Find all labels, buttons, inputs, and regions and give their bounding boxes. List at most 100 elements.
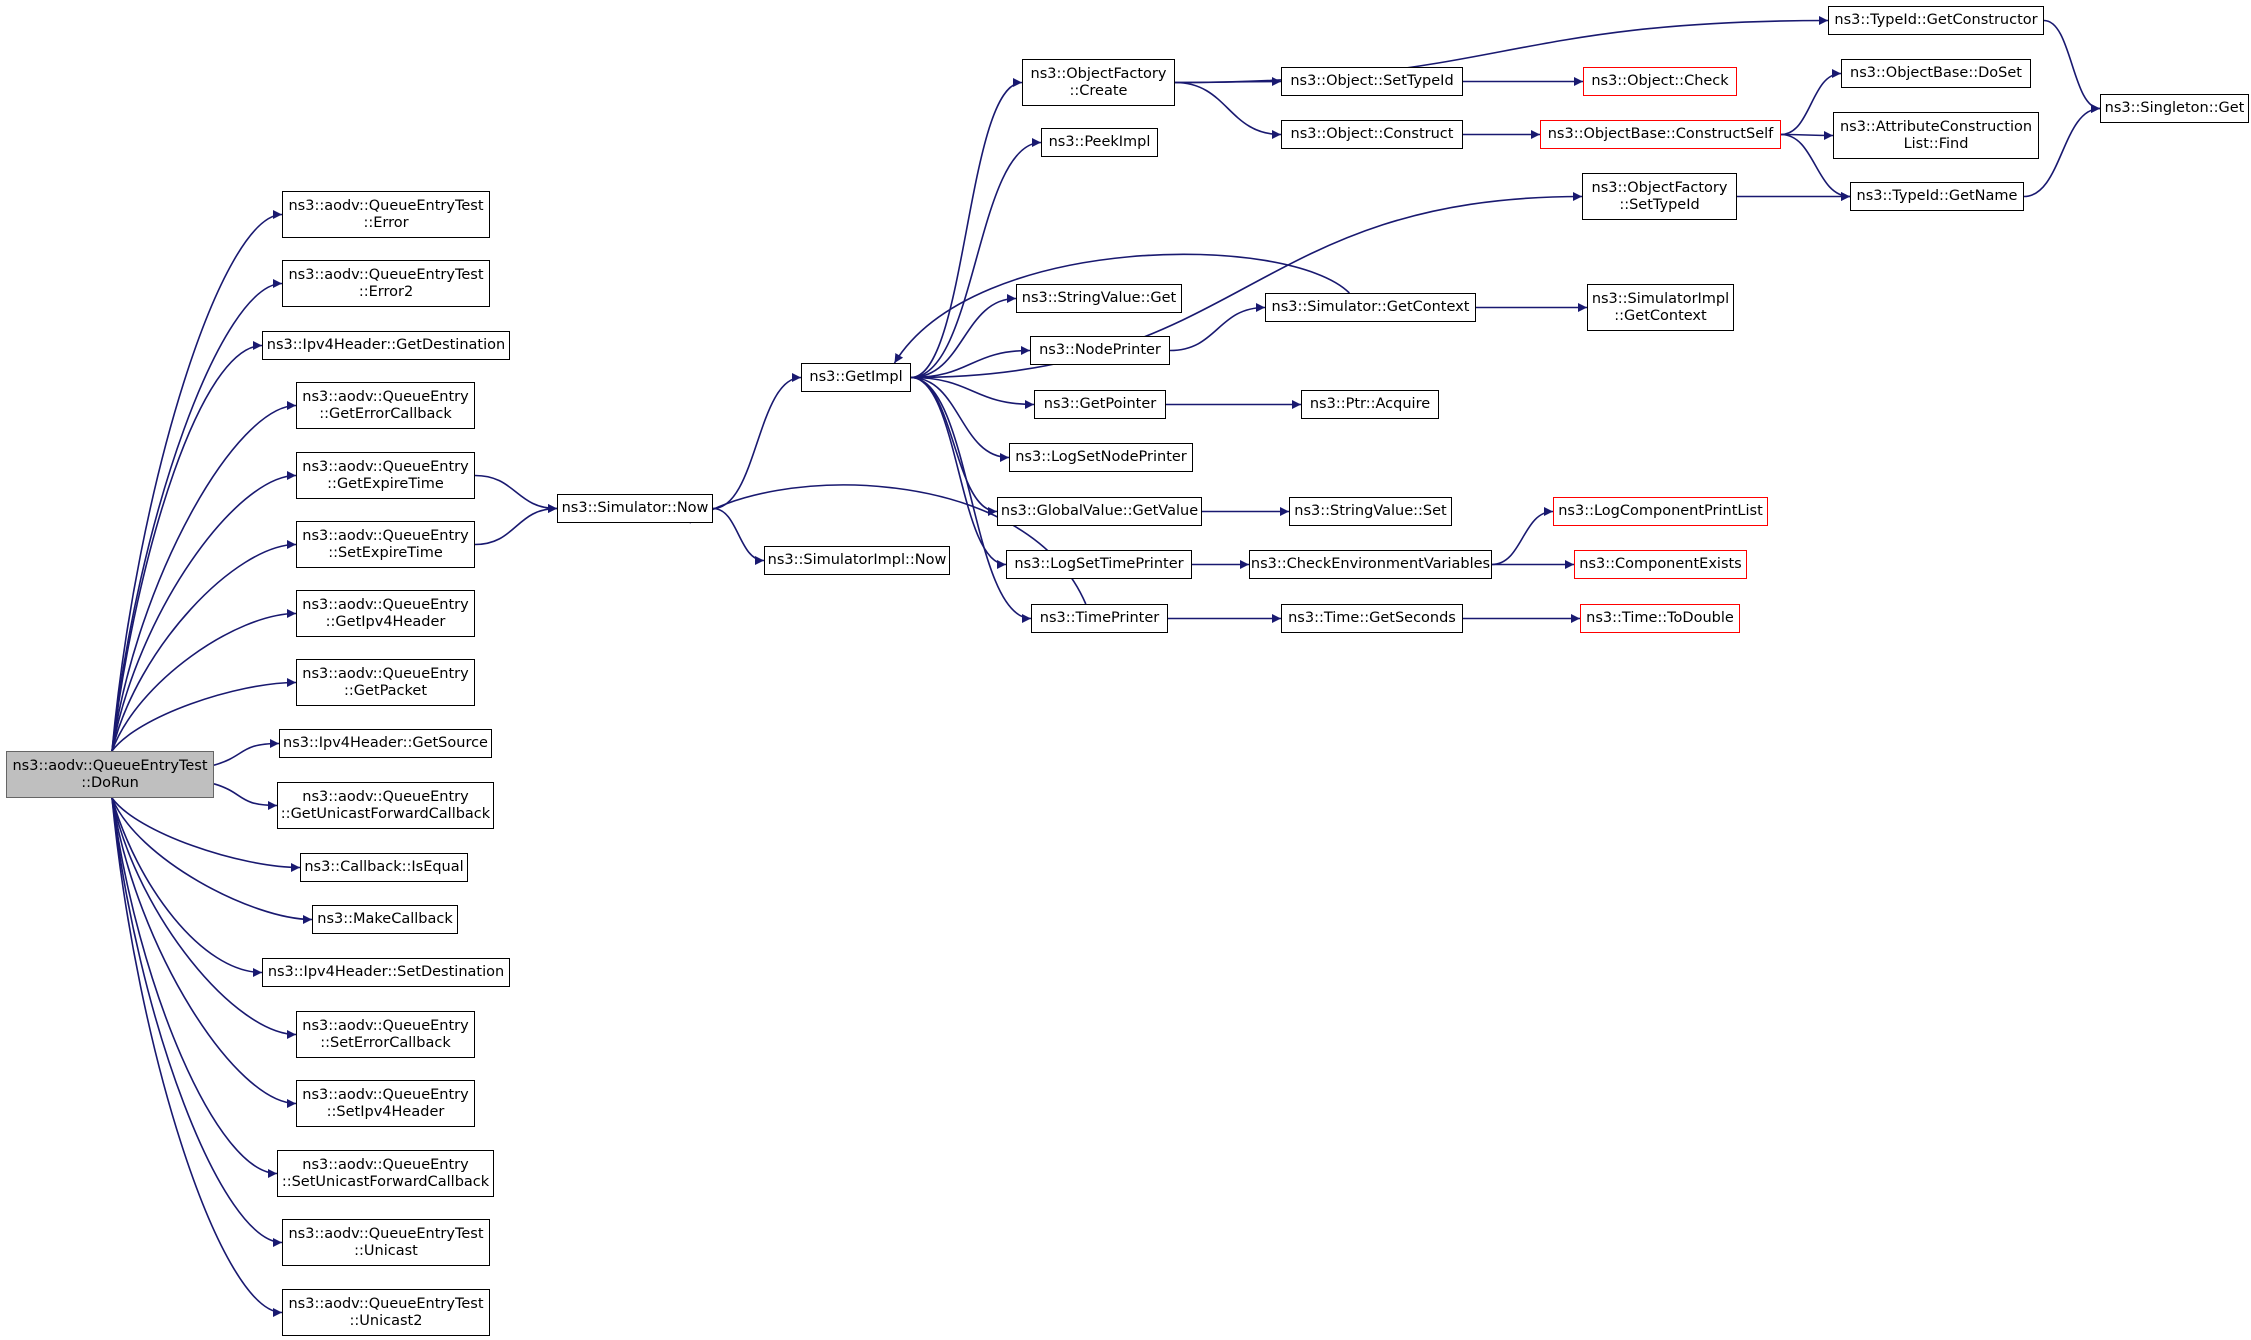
node-label-line: ns3::GetImpl (809, 369, 903, 385)
node-simGetContext[interactable]: ns3::Simulator::GetContext (1265, 293, 1476, 322)
node-label-line: ns3::aodv::QueueEntry (302, 1086, 469, 1103)
node-label-line: ::Create (1069, 82, 1128, 99)
node-label-line: ns3::aodv::QueueEntry (302, 1017, 469, 1034)
node-qetUnicast2[interactable]: ns3::aodv::QueueEntryTest::Unicast2 (282, 1289, 490, 1336)
node-ptrAcquire[interactable]: ns3::Ptr::Acquire (1301, 390, 1439, 419)
node-timeToDouble[interactable]: ns3::Time::ToDouble (1580, 604, 1740, 633)
node-timePrinter[interactable]: ns3::TimePrinter (1031, 604, 1168, 633)
node-ofSetTypeId[interactable]: ns3::ObjectFactory::SetTypeId (1582, 173, 1737, 220)
node-qeSetExpire[interactable]: ns3::aodv::QueueEntry::SetExpireTime (296, 521, 475, 568)
edge-checkEnv-to-logCompPrintList (1491, 507, 1554, 566)
node-getImpl[interactable]: ns3::GetImpl (801, 363, 911, 392)
node-gvGetValue[interactable]: ns3::GlobalValue::GetValue (997, 497, 1202, 526)
edge-doRun-to-qeGetPacket (111, 678, 297, 752)
node-label-line: ns3::aodv::QueueEntryTest (288, 197, 484, 214)
node-label-line: ns3::ObjectFactory (1591, 179, 1728, 196)
node-qeGetIpv4[interactable]: ns3::aodv::QueueEntry::GetIpv4Header (296, 590, 475, 637)
node-nodePrinter[interactable]: ns3::NodePrinter (1030, 336, 1170, 365)
node-singletonGet[interactable]: ns3::Singleton::Get (2100, 94, 2249, 123)
node-objSetTypeId[interactable]: ns3::Object::SetTypeId (1281, 67, 1463, 96)
edge-simNow-to-simImplNow (712, 507, 765, 565)
node-compExists[interactable]: ns3::ComponentExists (1574, 550, 1747, 579)
node-ofCreate[interactable]: ns3::ObjectFactory::Create (1022, 59, 1175, 106)
node-label-line: ns3::Ipv4Header::GetSource (283, 735, 488, 751)
node-qeSetUcb[interactable]: ns3::aodv::QueueEntry::SetUnicastForward… (277, 1150, 494, 1197)
node-cbIsEqual[interactable]: ns3::Callback::IsEqual (300, 853, 468, 882)
edge-doRun-to-ipv4GetSrc (213, 739, 280, 766)
edge-doRun-to-ipv4SetDest (111, 797, 263, 977)
node-logSetNodePrinter[interactable]: ns3::LogSetNodePrinter (1009, 443, 1193, 472)
node-ipv4GetSrc[interactable]: ns3::Ipv4Header::GetSource (279, 729, 492, 758)
edge-ofCreate-to-objConstruct (1174, 81, 1282, 139)
node-label-line: ns3::ObjectBase::DoSet (1850, 65, 2022, 81)
node-label-line: ns3::aodv::QueueEntryTest (12, 757, 208, 774)
node-strValSet[interactable]: ns3::StringValue::Set (1289, 497, 1452, 526)
edge-doRun-to-qeGetUcb (213, 783, 278, 810)
node-typeIdGetCtor[interactable]: ns3::TypeId::GetConstructor (1828, 6, 2044, 35)
node-ipv4GetDest[interactable]: ns3::Ipv4Header::GetDestination (262, 331, 510, 360)
node-strValGet[interactable]: ns3::StringValue::Get (1016, 284, 1182, 313)
node-label-line: ns3::Callback::IsEqual (304, 859, 464, 875)
edge-ofCreate-to-objSetTypeId (1174, 77, 1282, 87)
node-label-line: ::SetTypeId (1619, 196, 1700, 213)
node-label-line: ::SetIpv4Header (326, 1103, 445, 1120)
node-qetUnicast[interactable]: ns3::aodv::QueueEntryTest::Unicast (282, 1219, 490, 1266)
edge-getImpl-to-logSetTimePrinter (910, 376, 1007, 569)
node-qetError2[interactable]: ns3::aodv::QueueEntryTest::Error2 (282, 260, 490, 307)
node-makeCb[interactable]: ns3::MakeCallback (312, 905, 458, 934)
node-label-line: ns3::LogSetNodePrinter (1015, 449, 1187, 465)
node-obDoSet[interactable]: ns3::ObjectBase::DoSet (1841, 59, 2031, 88)
node-timeGetSeconds[interactable]: ns3::Time::GetSeconds (1281, 604, 1463, 633)
node-label-line: ::Unicast (354, 1242, 418, 1259)
node-label-line: ns3::aodv::QueueEntry (302, 458, 469, 475)
node-simNow[interactable]: ns3::Simulator::Now (557, 494, 713, 523)
node-label-line: ns3::SimulatorImpl::Now (767, 552, 947, 568)
node-logCompPrintList[interactable]: ns3::LogComponentPrintList (1553, 497, 1768, 526)
node-obConstructSelf[interactable]: ns3::ObjectBase::ConstructSelf (1540, 120, 1781, 149)
edge-doRun-to-qeGetIpv4 (111, 609, 297, 752)
node-simImplGetContext[interactable]: ns3::SimulatorImpl::GetContext (1587, 284, 1734, 331)
edge-qeGetExpire-to-simNow (474, 474, 558, 513)
node-checkEnv[interactable]: ns3::CheckEnvironmentVariables (1249, 550, 1492, 579)
node-qeGetPacket[interactable]: ns3::aodv::QueueEntry::GetPacket (296, 659, 475, 706)
node-label-line: ::DoRun (81, 774, 139, 791)
edge-getImpl-to-timePrinter (910, 376, 1032, 623)
node-label-line: ns3::GlobalValue::GetValue (1000, 503, 1199, 519)
node-label-line: ns3::TimePrinter (1039, 610, 1160, 626)
node-qetError[interactable]: ns3::aodv::QueueEntryTest::Error (282, 191, 490, 238)
node-label-line: ns3::Object::SetTypeId (1290, 73, 1454, 89)
node-qeSetErrCb[interactable]: ns3::aodv::QueueEntry::SetErrorCallback (296, 1011, 475, 1058)
node-label-line: ::GetExpireTime (327, 475, 444, 492)
node-typeIdGetName[interactable]: ns3::TypeId::GetName (1850, 182, 2024, 211)
node-simImplNow[interactable]: ns3::SimulatorImpl::Now (764, 546, 950, 575)
node-label-line: ns3::aodv::QueueEntry (302, 1156, 469, 1173)
node-label-line: ns3::aodv::QueueEntry (302, 788, 469, 805)
node-qeGetErrCb[interactable]: ns3::aodv::QueueEntry::GetErrorCallback (296, 382, 475, 429)
edge-obConstructSelf-to-typeIdGetName (1780, 133, 1851, 201)
node-label-line: ns3::aodv::QueueEntry (302, 527, 469, 544)
node-peekImpl[interactable]: ns3::PeekImpl (1041, 128, 1158, 157)
edge-getImpl-to-peekImpl (910, 138, 1042, 379)
node-qeGetExpire[interactable]: ns3::aodv::QueueEntry::GetExpireTime (296, 452, 475, 499)
edge-getImpl-to-ofSetTypeId (910, 192, 1583, 379)
edge-getImpl-to-ofCreate (910, 78, 1023, 379)
node-label-line: List::Find (1903, 135, 1969, 152)
edge-simGetContext-to-getImpl (893, 253, 1350, 364)
node-label-line: ::GetPacket (343, 682, 428, 699)
node-label-line: ns3::Ptr::Acquire (1309, 396, 1431, 412)
node-label-line: ns3::Simulator::GetContext (1271, 299, 1470, 315)
node-objCheck[interactable]: ns3::Object::Check (1583, 67, 1737, 96)
edge-doRun-to-qeGetExpire (111, 471, 297, 752)
edge-getImpl-to-getPointer (910, 376, 1035, 409)
node-logSetTimePrinter[interactable]: ns3::LogSetTimePrinter (1006, 550, 1192, 579)
edge-doRun-to-makeCb (111, 797, 313, 924)
node-getPointer[interactable]: ns3::GetPointer (1034, 390, 1166, 419)
node-qeSetIpv4[interactable]: ns3::aodv::QueueEntry::SetIpv4Header (296, 1080, 475, 1127)
edge-doRun-to-qetError (111, 210, 283, 752)
node-objConstruct[interactable]: ns3::Object::Construct (1281, 120, 1463, 149)
node-label-line: ns3::PeekImpl (1048, 134, 1151, 150)
node-ipv4SetDest[interactable]: ns3::Ipv4Header::SetDestination (262, 958, 510, 987)
node-label-line: ns3::LogSetTimePrinter (1014, 556, 1184, 572)
node-qeGetUcb[interactable]: ns3::aodv::QueueEntry::GetUnicastForward… (277, 782, 494, 829)
